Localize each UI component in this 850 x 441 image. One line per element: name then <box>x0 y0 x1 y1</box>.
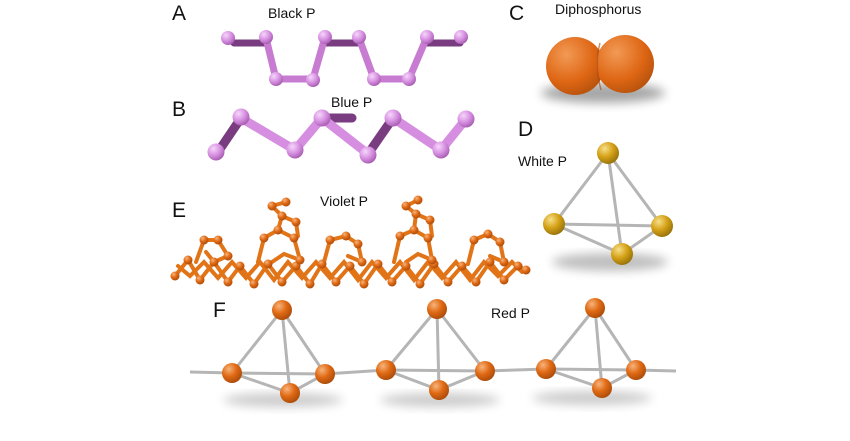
black-p-structure <box>221 30 468 87</box>
violet-p-structure <box>170 195 531 289</box>
panel-letter-a: A <box>172 2 187 25</box>
white-p-tetrahedron <box>543 142 673 271</box>
panel-letter-f: F <box>213 299 226 322</box>
caption-violet-p: Violet P <box>320 193 368 209</box>
diphosphorus-molecule <box>541 35 665 103</box>
caption-black-p: Black P <box>268 5 316 21</box>
blue-p-structure <box>207 108 475 164</box>
red-p-chain <box>189 298 677 407</box>
caption-blue-p: Blue P <box>331 94 373 110</box>
panel-letter-e: E <box>172 199 187 222</box>
caption-red-p: Red P <box>491 305 530 321</box>
caption-white-p: White P <box>518 153 568 169</box>
panel-letter-d: D <box>518 118 534 141</box>
panel-letter-b: B <box>172 98 187 121</box>
caption-diphosphorus: Diphosphorus <box>555 1 642 17</box>
panel-letter-c: C <box>509 2 525 25</box>
